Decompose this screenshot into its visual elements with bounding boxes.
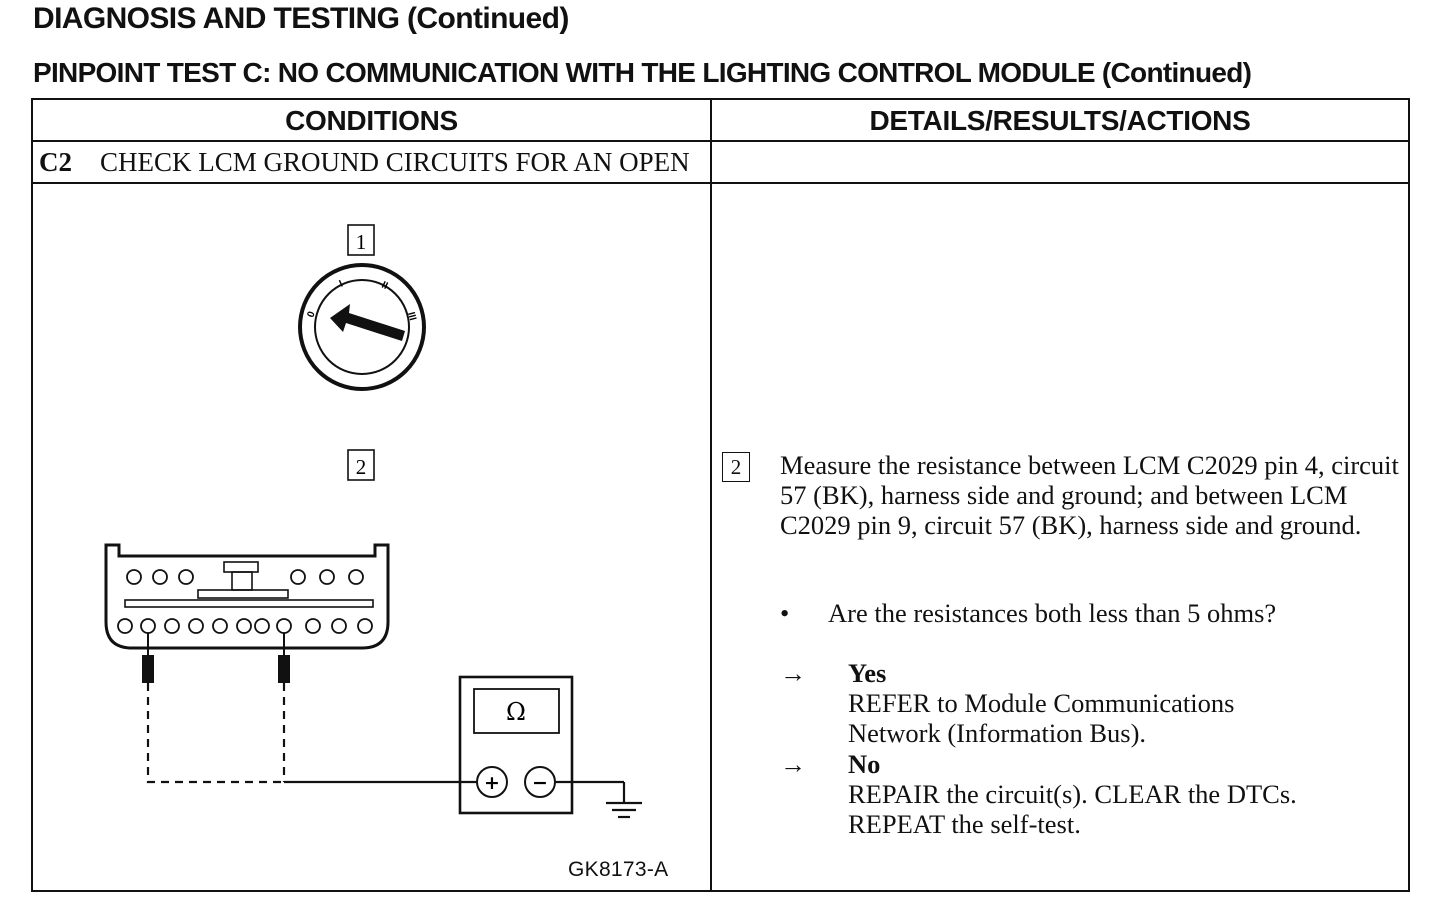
question-text: Are the resistances both less than 5 ohm… [828,598,1277,628]
callout-box-1 [347,224,375,256]
step-id: C2 [39,147,72,177]
probe-leads [142,633,478,784]
minus-terminal: − [532,772,548,794]
ground-icon [555,780,642,819]
test-table: CONDITIONS DETAILS/RESULTS/ACTIONS C2 CHE… [31,98,1410,892]
step-title: CHECK LCM GROUND CIRCUITS FOR AN OPEN [100,147,690,177]
column-divider [710,100,712,185]
yes-outcome: Yes REFER to Module Communications Netwo… [848,658,1408,748]
conditions-header: CONDITIONS [285,105,458,136]
connector-icon [104,543,390,650]
switch-position-0: 0 [305,310,317,319]
no-label: No [848,749,881,779]
yes-action: REFER to Module Communications Network (… [848,688,1235,748]
ohmmeter-icon: Ω + − [458,675,574,815]
no-action: REPAIR the circuit(s). CLEAR the DTCs. R… [848,779,1297,839]
yes-arrow-icon: → [780,659,806,688]
page-title: DIAGNOSIS AND TESTING (Continued) [33,2,569,35]
wiring-diagram: 1 0 I II III 2 [104,224,642,819]
step-rule [33,182,1408,184]
measure-instruction: Measure the resistance between LCM C2029… [780,450,1399,540]
details-header: DETAILS/RESULTS/ACTIONS [869,105,1251,136]
step-number-box: 2 [722,452,750,482]
header-rule [33,140,1408,142]
question-row: • Are the resistances both less than 5 oh… [780,598,1276,628]
callout-number-2: 2 [356,455,367,479]
switch-position-1: I [338,278,345,289]
step-row: C2 CHECK LCM GROUND CIRCUITS FOR AN OPEN [39,147,690,178]
bullet-icon: • [780,598,790,628]
test-subtitle: PINPOINT TEST C: NO COMMUNICATION WITH T… [33,57,1252,88]
switch-position-3: III [405,311,418,322]
plus-terminal: + [484,772,500,794]
switch-position-2: II [380,280,390,292]
no-outcome: No REPAIR the circuit(s). CLEAR the DTCs… [848,749,1408,839]
ignition-switch-icon: 0 I II III [298,263,426,391]
column-divider-body [710,184,712,890]
figure-id: GK8173-A [568,858,669,881]
yes-label: Yes [848,658,887,688]
ohm-symbol: Ω [506,698,526,726]
callout-box-2 [347,449,375,481]
callout-number-1: 1 [356,230,367,254]
no-arrow-icon: → [780,750,806,779]
